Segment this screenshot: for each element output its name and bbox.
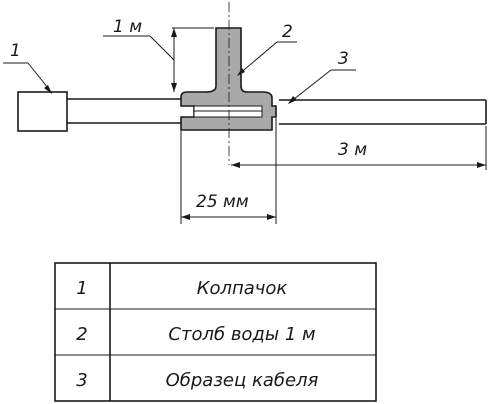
cap-box <box>17 91 68 132</box>
callout-1: 1 <box>10 41 21 61</box>
height-dimension <box>103 27 214 92</box>
height-label: 1 м <box>113 17 142 37</box>
legend-row-2-num: 2 <box>76 324 87 345</box>
callout-leaders <box>3 41 356 104</box>
legend-row-1-num: 1 <box>76 278 87 299</box>
callout-2: 2 <box>282 22 293 42</box>
width-dimension <box>180 118 277 224</box>
legend-row-2-desc: Столб воды 1 м <box>168 324 315 345</box>
length-label: 3 м <box>338 140 367 160</box>
legend-row-3-desc: Образец кабеля <box>166 370 319 391</box>
length-dimension <box>231 126 487 170</box>
legend-row-3-num: 3 <box>76 370 87 391</box>
legend-row-1-desc: Колпачок <box>197 278 288 299</box>
legend-table <box>54 262 377 402</box>
callout-3: 3 <box>338 49 349 69</box>
cable-sample <box>67 98 487 125</box>
water-column-fitting <box>180 27 277 131</box>
width-label: 25 мм <box>196 192 249 212</box>
